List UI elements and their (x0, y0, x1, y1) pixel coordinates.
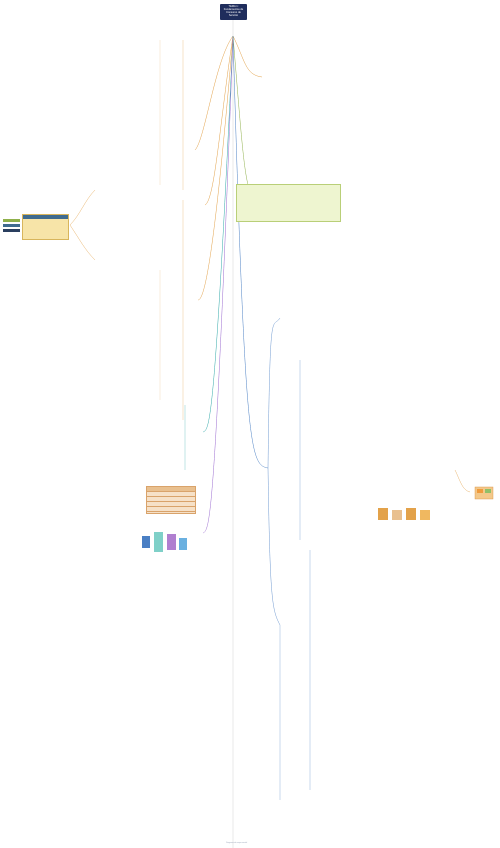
process-diagram (142, 532, 187, 552)
tag-navy (3, 229, 20, 232)
table-row (147, 497, 195, 502)
green-note-block (236, 184, 341, 222)
tag-blue (3, 224, 20, 227)
footer-text: Diagrama de mapa mental (226, 842, 248, 844)
root-node[interactable]: TEMA 1: Fundamentos de Consumo de Servic… (220, 4, 247, 20)
table-row (147, 502, 195, 507)
root-title-line: Fundamentos de (223, 8, 244, 11)
orange-summary-table (146, 486, 196, 514)
left-color-tags (3, 219, 20, 234)
root-title-line: TEMA 1: (228, 5, 239, 8)
table-row (147, 507, 195, 512)
legend-table (22, 214, 69, 240)
bar-cluster-diagram (378, 508, 430, 520)
table-row (147, 487, 195, 492)
root-title-line: Servicio (228, 14, 239, 17)
tag-green (3, 219, 20, 222)
orange-box-cluster (474, 486, 494, 500)
legend-header (23, 215, 68, 219)
root-title-line: Consumo de (226, 11, 241, 14)
table-row (147, 492, 195, 497)
